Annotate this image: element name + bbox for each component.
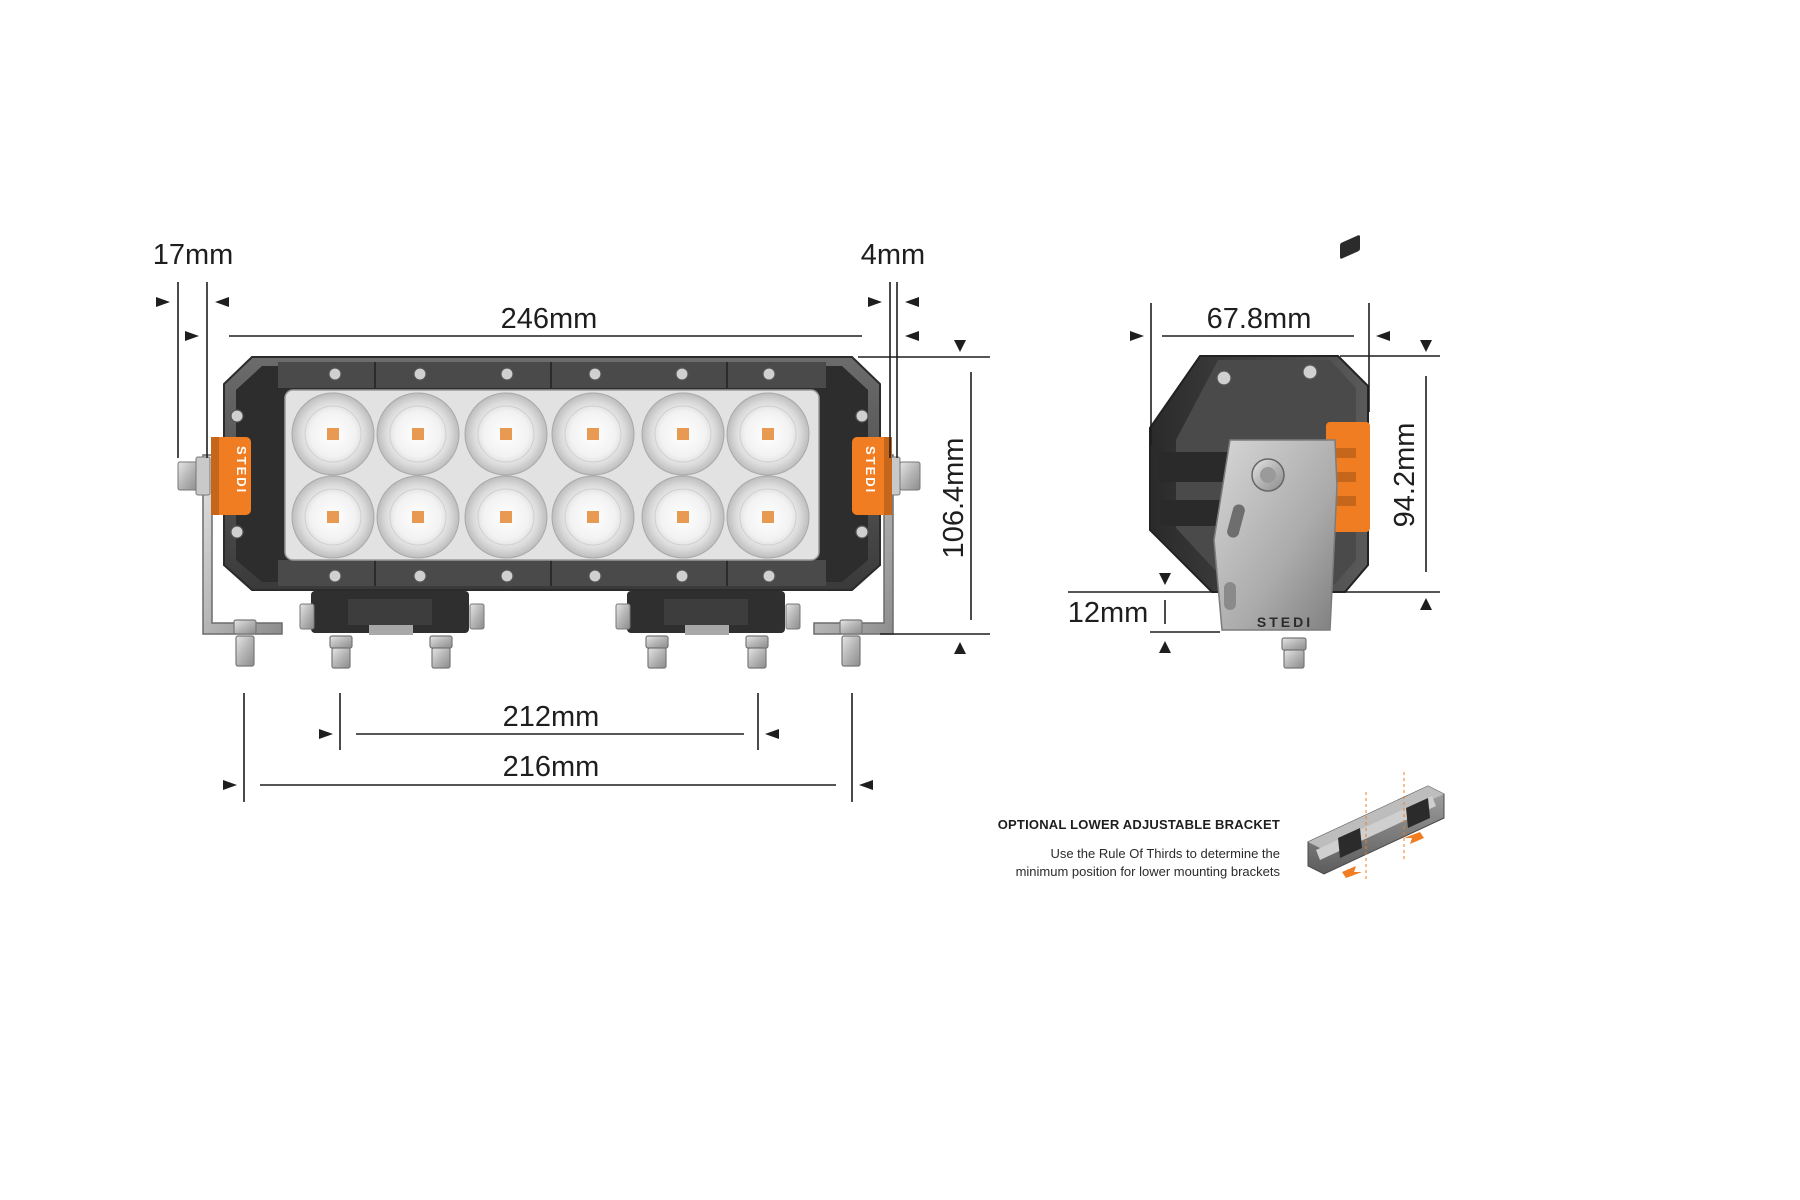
front-dimensions: 17mm 4mm 246mm 106.4mm 212mm (153, 239, 990, 802)
dim-side-height: 94.2mm (1389, 423, 1421, 528)
side-screws (1216, 364, 1318, 386)
left-side-bolt (177, 456, 211, 496)
side-view: STEDI (1149, 355, 1370, 669)
bracket-slot (1227, 504, 1245, 538)
rail-screws (230, 367, 869, 583)
technical-drawing: STEDI STEDI (153, 235, 1445, 880)
mounting-bolts (233, 619, 863, 669)
led-reflector (291, 392, 375, 476)
dim-right-bracket-offset: 4mm (861, 239, 925, 271)
thumbnail-foot-left (1338, 828, 1362, 858)
bracket-thumbnail (1307, 235, 1445, 880)
thumbnail-foot-right (1406, 798, 1430, 828)
led-reflector (376, 475, 460, 559)
right-mounting-foot (615, 591, 801, 635)
led-reflector (376, 392, 460, 476)
side-end-cap (1326, 422, 1370, 532)
led-reflector (726, 392, 810, 476)
dim-outer-mount-spacing: 216mm (503, 751, 600, 783)
led-reflector (551, 392, 635, 476)
dim-inner-mount-spacing: 212mm (503, 701, 600, 733)
right-side-bolt (885, 456, 921, 496)
left-mounting-foot (299, 591, 485, 635)
brand-logo-right: STEDI (863, 446, 878, 494)
optional-bracket-title: OPTIONAL LOWER ADJUSTABLE BRACKET (997, 817, 1280, 832)
dim-bracket-drop: 12mm (1068, 597, 1149, 629)
side-mounting-bolt (1281, 637, 1307, 669)
led-reflector (641, 475, 725, 559)
dim-side-depth: 67.8mm (1207, 303, 1312, 335)
front-view: STEDI STEDI (177, 356, 921, 669)
led-reflector (551, 475, 635, 559)
right-end-cap: STEDI (852, 437, 892, 515)
optional-bracket-description: Use the Rule Of Thirds to determine the … (900, 845, 1280, 881)
led-reflector (464, 475, 548, 559)
dim-overall-width: 246mm (501, 303, 598, 335)
diagram-canvas: STEDI STEDI (152, 235, 1445, 881)
led-reflector (641, 392, 725, 476)
side-dimensions: 67.8mm 94.2mm 12mm (1068, 303, 1440, 653)
side-bracket-plate (1213, 439, 1338, 631)
brand-logo-left: STEDI (234, 446, 249, 494)
description-line-2: minimum position for lower mounting brac… (1015, 864, 1280, 879)
dim-front-height: 106.4mm (938, 438, 970, 559)
led-reflector (464, 392, 548, 476)
left-end-cap: STEDI (211, 437, 251, 515)
description-line-1: Use the Rule Of Thirds to determine the (1050, 846, 1280, 861)
led-reflector (726, 475, 810, 559)
led-array (291, 392, 810, 559)
dim-left-bracket-offset: 17mm (153, 239, 234, 271)
led-reflector (291, 475, 375, 559)
brand-logo-side: STEDI (1257, 614, 1313, 630)
